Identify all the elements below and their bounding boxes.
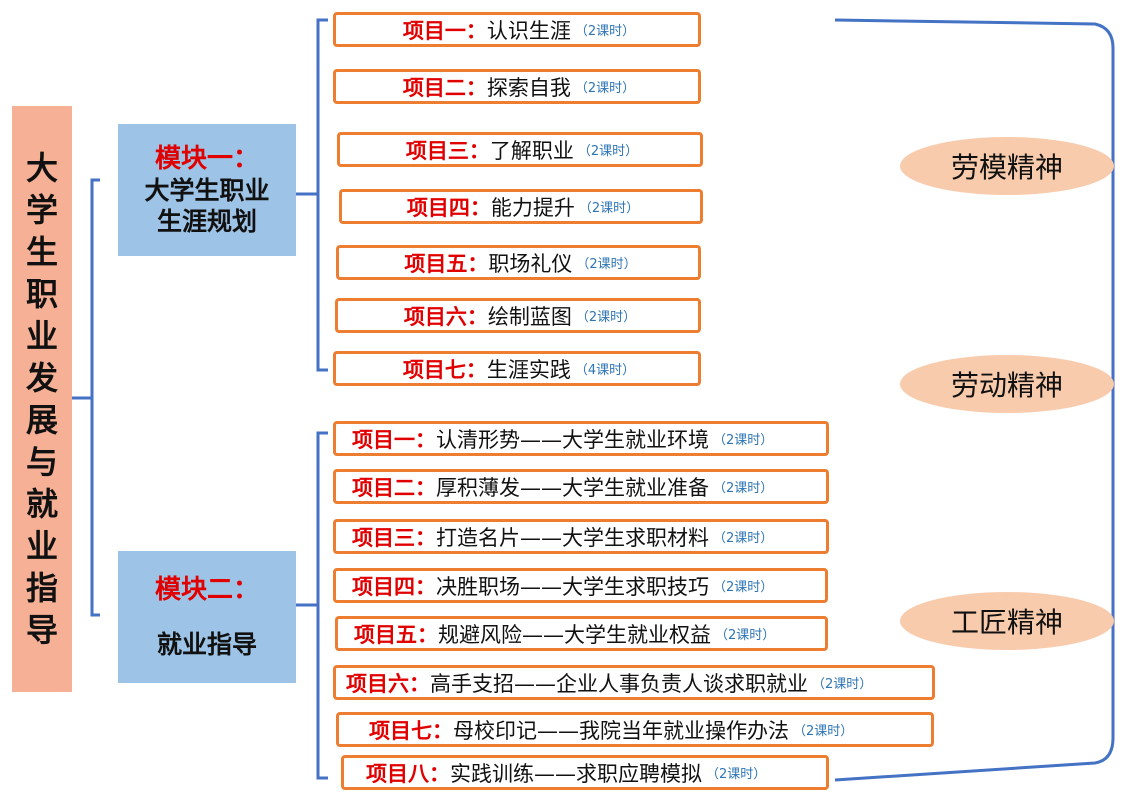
item-name: 认清形势——大学生就业环境	[436, 427, 709, 452]
item-label: 项目四：	[406, 195, 491, 220]
item-hours: （2课时）	[713, 531, 774, 546]
item-hours: （2课时）	[706, 767, 767, 782]
item-name: 认识生涯	[486, 18, 571, 43]
item-hours: （2课时）	[713, 580, 774, 595]
item-hours: （2课时）	[574, 81, 636, 96]
item-name: 生涯实践	[486, 357, 571, 382]
item-label: 项目五：	[354, 622, 438, 647]
module-2-item-4: 项目四：决胜职场——大学生求职技巧 （2课时）	[333, 568, 828, 603]
module-1-item-6: 项目六：绘制蓝图（2课时）	[335, 298, 701, 333]
module-2-item-2: 项目二：厚积薄发——大学生就业准备 （2课时）	[333, 469, 829, 504]
item-label: 项目三：	[352, 525, 436, 550]
item-name: 绘制蓝图	[487, 304, 572, 329]
spirit-labor: 劳动精神	[900, 355, 1114, 413]
item-hours: （2课时）	[713, 433, 774, 448]
module-1-name-line-2: 生涯规划	[156, 207, 257, 236]
item-hours: （2课时）	[577, 144, 639, 159]
module-2-item-7: 项目七：母校印记——我院当年就业操作办法 （2课时）	[336, 712, 934, 747]
module-1-item-2: 项目二：探索自我（2课时）	[333, 69, 701, 104]
item-name: 了解职业	[489, 138, 574, 163]
module-1-title: 模块一：	[154, 144, 259, 174]
item-label: 项目一：	[402, 18, 487, 43]
module-2-name: 就业指导	[156, 630, 257, 659]
module-1-name-line-1: 大学生职业	[144, 176, 270, 205]
module-2-item-8: 项目八：实践训练——求职应聘模拟 （2课时）	[341, 755, 829, 790]
module-2-item-3: 项目三：打造名片——大学生求职材料 （2课时）	[333, 519, 829, 554]
item-hours: （2课时）	[812, 677, 873, 692]
item-label: 项目四：	[352, 574, 436, 599]
spirit-bracket	[834, 18, 1115, 782]
item-label: 项目一：	[352, 427, 436, 452]
item-name: 实践训练——求职应聘模拟	[450, 761, 702, 786]
item-name: 打造名片——大学生求职材料	[436, 525, 709, 550]
item-name: 高手支招——企业人事负责人谈求职就业	[430, 671, 808, 696]
module-2-box: 模块二： 就业指导	[118, 551, 296, 683]
item-label: 项目五：	[404, 251, 489, 276]
item-hours: （2课时）	[574, 24, 636, 39]
item-hours: （2课时）	[713, 481, 774, 496]
item-name: 规避风险——大学生就业权益	[438, 622, 711, 647]
root-title: 大学生职业发展与就业指导	[25, 149, 58, 649]
module-2-item-1: 项目一：认清形势——大学生就业环境 （2课时）	[333, 421, 829, 456]
item-label: 项目七：	[369, 718, 453, 743]
root-bracket	[90, 178, 100, 617]
module-1-item-4: 项目四：能力提升（2课时）	[339, 189, 703, 224]
item-hours: （4课时）	[574, 363, 636, 378]
module1-bracket	[316, 18, 328, 372]
item-hours: （2课时）	[575, 310, 637, 325]
item-hours: （2课时）	[578, 201, 640, 216]
module-1-box: 模块一： 大学生职业 生涯规划	[118, 124, 296, 256]
item-hours: （2课时）	[576, 257, 637, 272]
spirit-craftsman: 工匠精神	[900, 592, 1114, 650]
spirit-model-worker: 劳模精神	[900, 137, 1114, 195]
module-1-item-1: 项目一：认识生涯（2课时）	[333, 12, 701, 47]
item-label: 项目七：	[402, 357, 487, 382]
module-2-item-6: 项目六：高手支招——企业人事负责人谈求职就业 （2课时）	[333, 665, 935, 700]
module-1-item-7: 项目七：生涯实践（4课时）	[333, 351, 701, 386]
item-label: 项目六：	[346, 671, 430, 696]
item-label: 项目二：	[402, 75, 487, 100]
module2-bracket	[316, 431, 328, 780]
item-name: 决胜职场——大学生求职技巧	[436, 574, 709, 599]
item-label: 项目二：	[352, 475, 436, 500]
item-label: 项目六：	[403, 304, 488, 329]
root-title-box: 大学生职业发展与就业指导	[12, 106, 72, 692]
item-name: 厚积薄发——大学生就业准备	[436, 475, 709, 500]
module-2-item-5: 项目五：规避风险——大学生就业权益 （2课时）	[335, 616, 828, 651]
item-name: 能力提升	[490, 195, 575, 220]
item-label: 项目三：	[405, 138, 490, 163]
item-name: 职场礼仪	[488, 251, 573, 276]
item-name: 母校印记——我院当年就业操作办法	[453, 718, 789, 743]
module-1-item-5: 项目五：职场礼仪（2课时）	[336, 245, 701, 280]
module-1-item-3: 项目三：了解职业（2课时）	[337, 132, 703, 167]
item-hours: （2课时）	[793, 724, 854, 739]
item-name: 探索自我	[486, 75, 571, 100]
item-hours: （2课时）	[715, 628, 776, 643]
module-2-title: 模块二：	[154, 575, 259, 605]
item-label: 项目八：	[366, 761, 450, 786]
